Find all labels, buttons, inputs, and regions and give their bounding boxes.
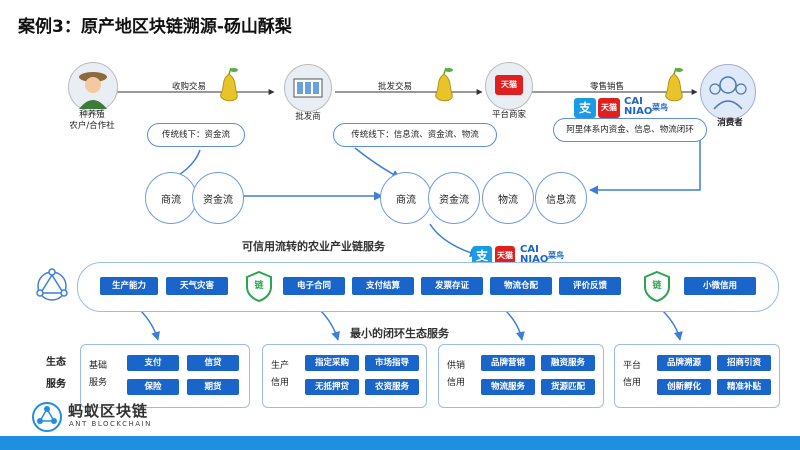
wholesaler-avatar	[284, 64, 332, 112]
consumer-avatar	[700, 64, 756, 120]
chip-designated-purchase: 指定采购	[305, 355, 359, 371]
cainiao-logo: CAI NIAO	[624, 96, 653, 117]
shield-text: 链	[652, 281, 662, 291]
chip-credit: 信贷	[187, 355, 239, 371]
page-title: 案例3：原产地区块链溯源-砀山酥梨	[18, 17, 292, 37]
chip-futures: 期货	[187, 379, 239, 395]
chip-payment: 支付	[127, 355, 179, 371]
chip-brand-traceability: 品牌溯源	[657, 355, 711, 371]
flow-funds-right: 资金流	[428, 172, 480, 224]
retail-label: 零售销售	[590, 82, 625, 92]
blockchain-shield-icon: 链	[642, 270, 672, 306]
chip-source-matching: 货源匹配	[541, 379, 595, 395]
cainiao-cn-text: 菜鸟	[548, 251, 564, 260]
flow-info-right: 信息流	[535, 172, 587, 224]
alipay-logo: 支	[574, 98, 596, 118]
chip-payment-settlement: 支付结算	[352, 277, 414, 295]
pear-icon	[435, 67, 453, 102]
flow-commerce-right: 商流	[380, 172, 432, 224]
offline-box-right: 阿里体系内资金、信息、物流闭环	[553, 118, 707, 142]
pear-icon	[665, 67, 683, 102]
panel-label: 基础 服务	[89, 361, 108, 388]
chip-agri-supply: 农资服务	[365, 379, 419, 395]
panel-supply: 供销 信用 品牌营销 融资服务 物流服务 货源匹配	[438, 344, 604, 408]
cainiao-cn-text: 菜鸟	[652, 103, 668, 112]
alipay-logo: 支	[472, 246, 492, 266]
consumers-icon	[709, 76, 747, 110]
blockchain-shield-icon: 链	[244, 270, 274, 306]
chip-unsecured-loan: 无抵押贷	[305, 379, 359, 395]
farmer-label: 种养殖 农户/合作社	[69, 110, 115, 131]
ant-blockchain-logo-icon	[32, 402, 62, 432]
logo-sub: ANT BLOCKCHAIN	[69, 420, 152, 428]
offline-box-middle: 传统线下：信息流、资金流、物流	[333, 123, 497, 147]
panel-label: 生产 信用	[271, 361, 290, 388]
chip-micro-credit: 小微信用	[684, 277, 756, 295]
shield-text: 链	[254, 281, 264, 291]
platform-avatar: 天猫	[485, 62, 533, 110]
tmall-logo: 天猫	[598, 98, 620, 118]
footer-bar	[0, 436, 800, 450]
purchase-label: 收购交易	[172, 82, 207, 92]
eco-title: 最小的闭环生态服务	[350, 327, 449, 340]
chip-investment: 招商引资	[717, 355, 771, 371]
wholesaler-label: 批发商	[295, 112, 321, 122]
cainiao-logo: CAI NIAO	[520, 244, 549, 265]
consumer-label: 消费者	[717, 118, 743, 128]
chip-financing: 融资服务	[541, 355, 595, 371]
pear-icon	[220, 67, 238, 102]
flow-logistics-right: 物流	[482, 172, 534, 224]
tmall-logo: 天猫	[495, 75, 523, 95]
platform-label: 平台商家	[491, 110, 526, 120]
chip-insurance: 保险	[127, 379, 179, 395]
panel-label: 供销 信用	[447, 361, 466, 388]
panel-production: 生产 信用 指定采购 市场指导 无抵押贷 农资服务	[262, 344, 427, 408]
offline-box-left: 传统线下：资金流	[147, 123, 245, 147]
network-icon	[36, 268, 68, 301]
panel-platform: 平台 信用 品牌溯源 招商引资 创新孵化 精准补贴	[614, 344, 780, 408]
chip-production-capacity: 生产能力	[100, 277, 158, 295]
service-title: 可信用流转的农业产业链服务	[242, 240, 385, 253]
farmer-icon	[79, 72, 107, 109]
chip-feedback: 评价反馈	[559, 277, 621, 295]
logo-name: 蚂蚁区块链	[68, 402, 149, 420]
warehouse-icon	[293, 78, 323, 98]
flow-funds-left: 资金流	[192, 172, 244, 224]
chip-e-contract: 电子合同	[283, 277, 345, 295]
tmall-logo: 天猫	[495, 246, 515, 266]
chip-logistics-service: 物流服务	[481, 379, 535, 395]
panel-label: 平台 信用	[623, 361, 642, 388]
chip-precise-subsidy: 精准补贴	[717, 379, 771, 395]
eco-side-label: 生态 服务	[46, 357, 66, 390]
chip-brand-marketing: 品牌营销	[481, 355, 535, 371]
farmer-avatar	[68, 62, 118, 112]
panel-basic: 基础 服务 支付 信贷 保险 期货	[80, 344, 250, 408]
flow-commerce-left: 商流	[145, 172, 197, 224]
chip-incubation: 创新孵化	[657, 379, 711, 395]
chip-invoice-record: 发票存证	[421, 277, 483, 295]
chip-logistics: 物流仓配	[490, 277, 552, 295]
chip-market-guidance: 市场指导	[365, 355, 419, 371]
wholesale-label: 批发交易	[378, 82, 413, 92]
chip-weather-disaster: 天气灾害	[166, 277, 228, 295]
